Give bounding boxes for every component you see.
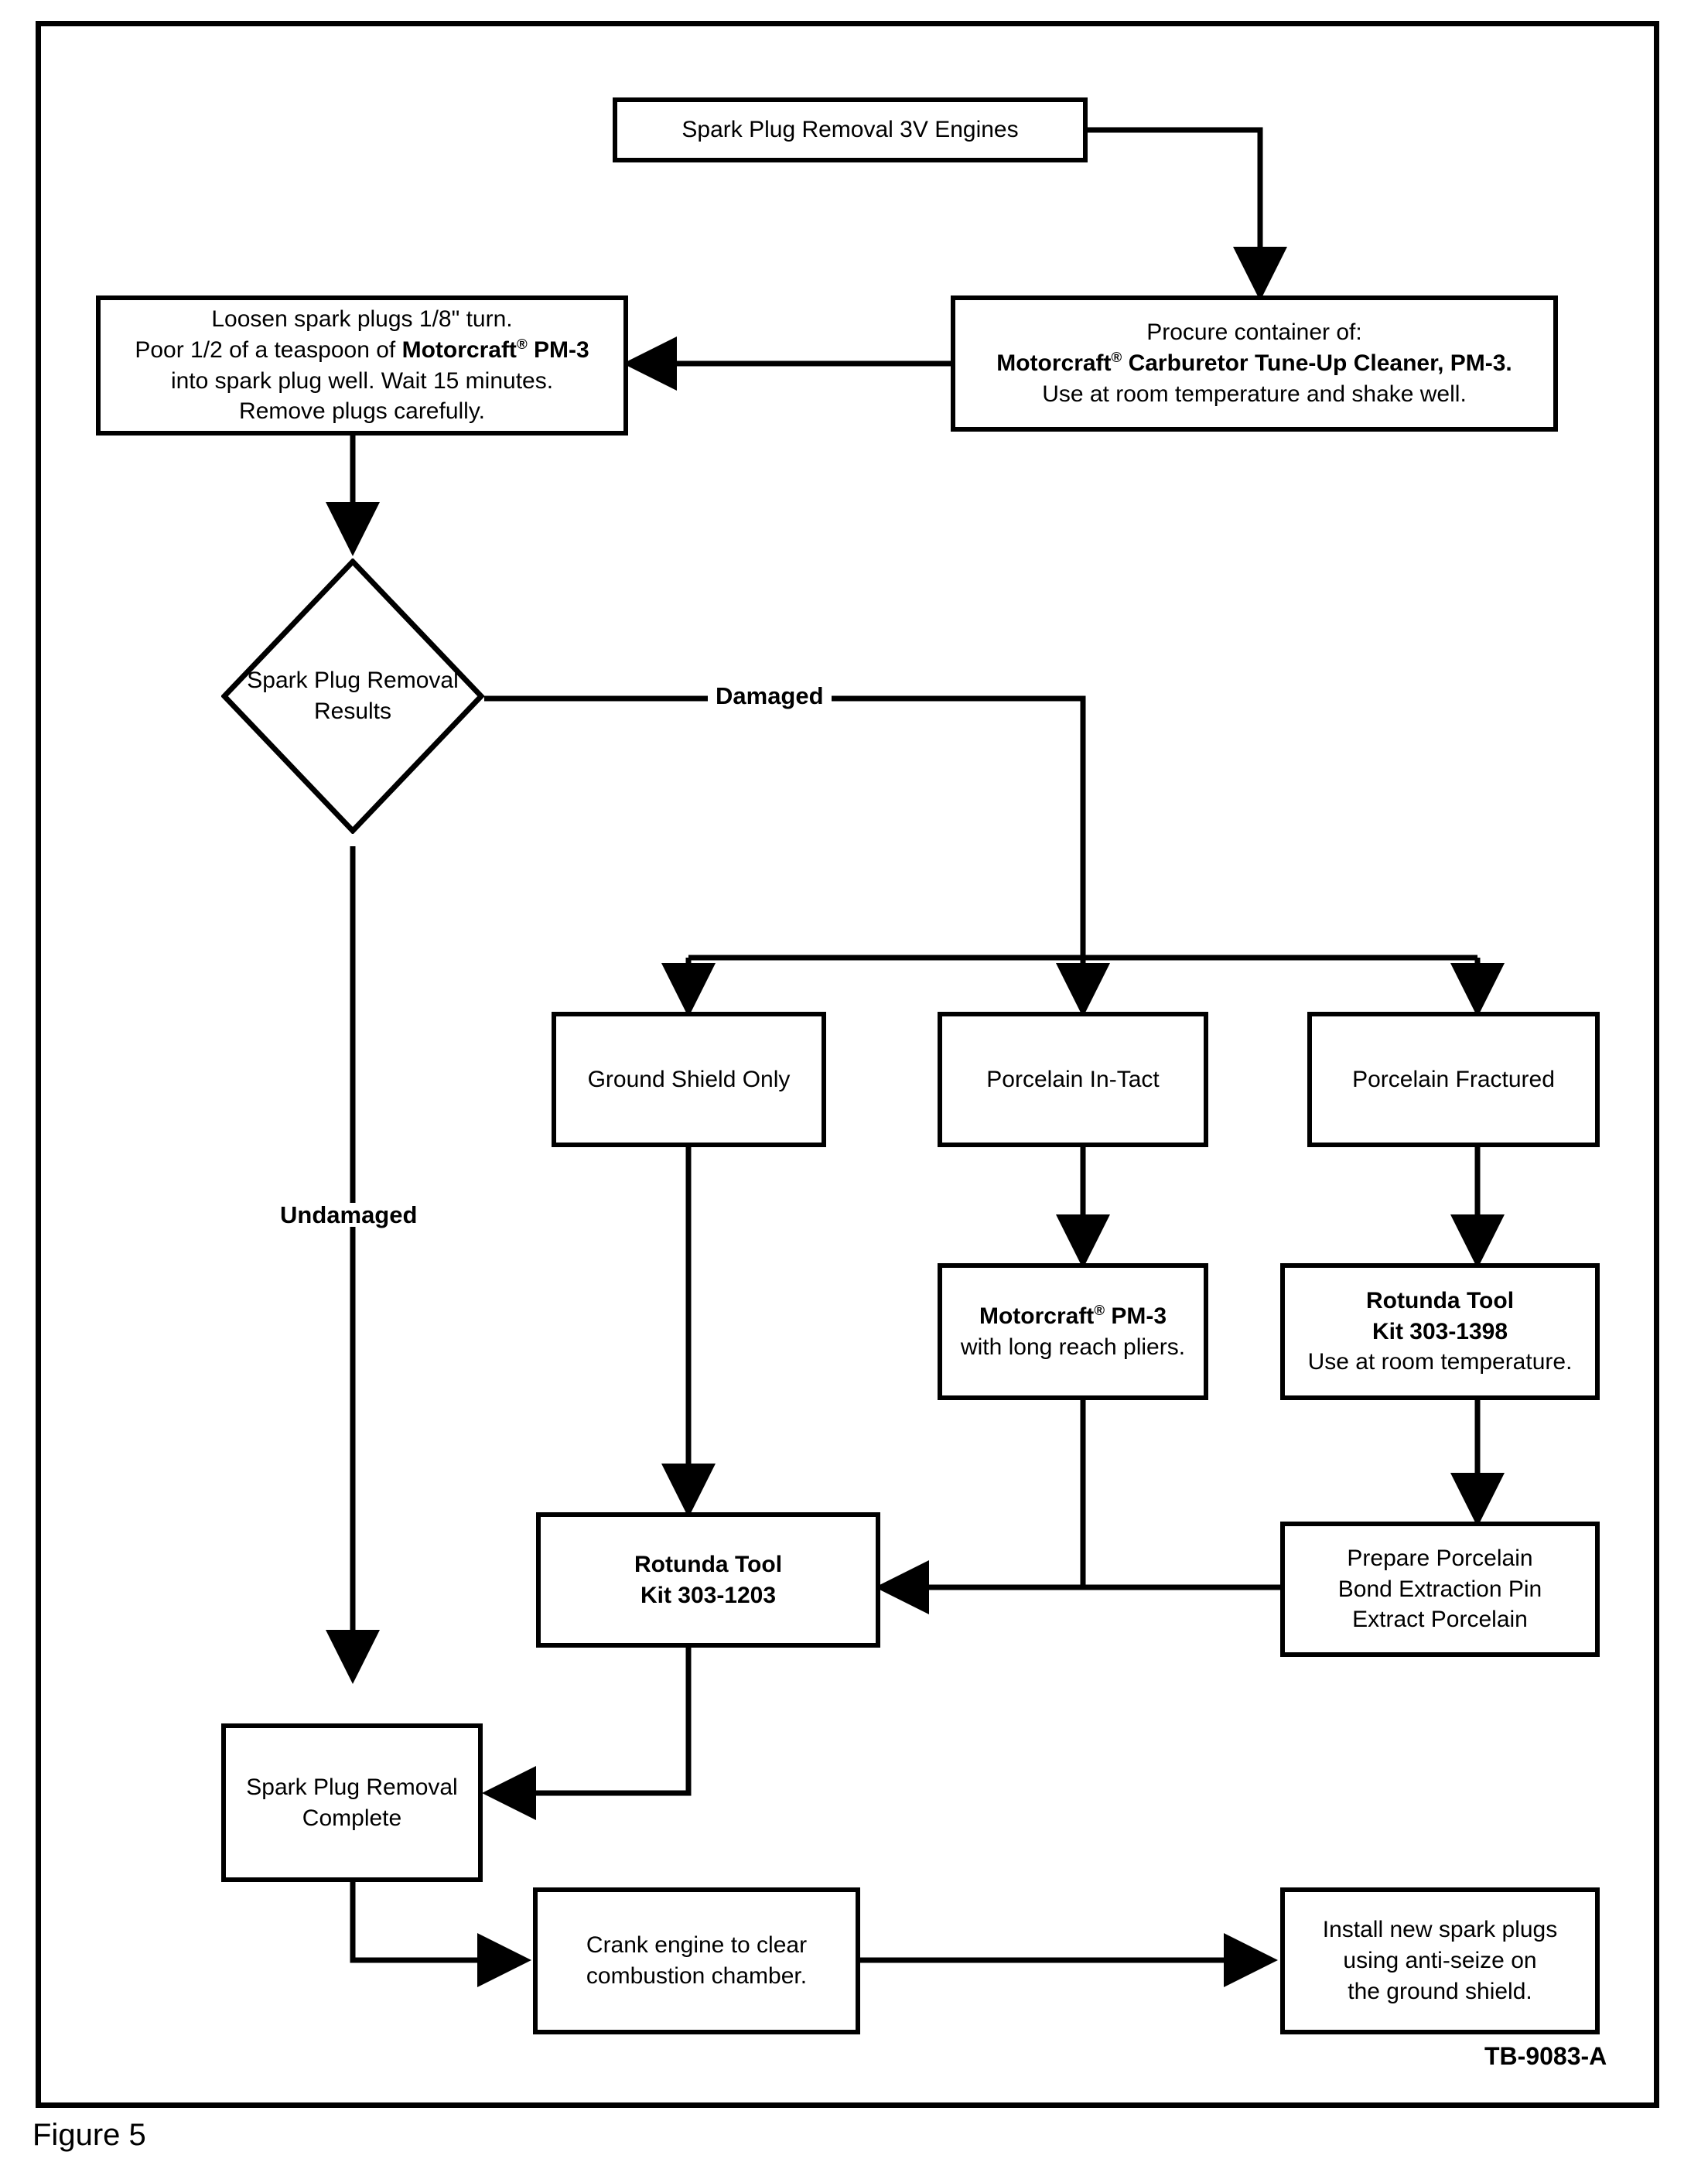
node-crank-engine[interactable]: Crank engine to clear combustion chamber… — [533, 1887, 860, 2034]
prepare-porcelain-line3: Extract Porcelain — [1352, 1607, 1528, 1633]
edge-label-damaged: Damaged — [708, 684, 832, 708]
node-removal-complete[interactable]: Spark Plug Removal Complete — [221, 1723, 483, 1882]
loosen-line3: into spark plug well. Wait 15 minutes. — [170, 367, 554, 394]
decision-line1: Spark Plug — [247, 668, 361, 694]
node-loosen-plugs[interactable]: Loosen spark plugs 1/8" turn. Poor 1/2 o… — [96, 295, 628, 436]
node-ground-shield-only[interactable]: Ground Shield Only — [552, 1012, 826, 1147]
node-decision-removal-results[interactable]: Spark Plug Removal Results — [221, 558, 484, 834]
registered-icon: ® — [1111, 349, 1122, 366]
removal-complete-line1: Spark Plug Removal — [246, 1774, 458, 1800]
node-procure-container[interactable]: Procure container of: Motorcraft® Carbur… — [951, 295, 1558, 432]
crank-engine-line1: Crank engine to clear — [586, 1932, 808, 1959]
decision-line2: Removal Results — [313, 668, 459, 724]
install-plugs-line3: the ground shield. — [1348, 1978, 1532, 2004]
registered-icon: ® — [1094, 1301, 1105, 1318]
procure-line2: Motorcraft® Carburetor Tune-Up Cleaner, … — [996, 349, 1512, 377]
loosen-line4: Remove plugs carefully. — [239, 398, 485, 425]
rotunda-1398-line2: Kit 303-1398 — [1372, 1318, 1508, 1344]
rotunda-1398-line3: Use at room temperature. — [1307, 1349, 1573, 1375]
procure-line3: Use at room temperature and shake well. — [1042, 381, 1467, 407]
rotunda-1203-line2: Kit 303-1203 — [640, 1582, 777, 1608]
removal-complete-line2: Complete — [302, 1805, 402, 1831]
tb-reference-code: TB-9083-A — [1484, 2042, 1607, 2070]
node-rotunda-tool-1203[interactable]: Rotunda Tool Kit 303-1203 — [536, 1512, 880, 1648]
node-pm3-long-reach-pliers[interactable]: Motorcraft® PM-3 with long reach pliers. — [938, 1263, 1208, 1400]
node-porcelain-in-tact[interactable]: Porcelain In-Tact — [938, 1012, 1208, 1147]
prepare-porcelain-line1: Prepare Porcelain — [1347, 1545, 1533, 1571]
prepare-porcelain-line2: Bond Extraction Pin — [1337, 1576, 1542, 1602]
node-rotunda-tool-1398[interactable]: Rotunda Tool Kit 303-1398 Use at room te… — [1280, 1263, 1600, 1400]
node-porcelain-fractured[interactable]: Porcelain Fractured — [1307, 1012, 1600, 1147]
node-start[interactable]: Spark Plug Removal 3V Engines — [613, 97, 1088, 162]
node-install-new-plugs[interactable]: Install new spark plugs using anti-seize… — [1280, 1887, 1600, 2034]
porcelain-fractured-label: Porcelain Fractured — [1352, 1066, 1555, 1092]
loosen-line1: Loosen spark plugs 1/8" turn. — [211, 306, 513, 332]
porcelain-intact-label: Porcelain In-Tact — [986, 1066, 1160, 1092]
install-plugs-line2: using anti-seize on — [1343, 1948, 1537, 1974]
figure-caption: Figure 5 — [32, 2118, 146, 2152]
install-plugs-line1: Install new spark plugs — [1322, 1917, 1558, 1943]
node-start-label: Spark Plug Removal 3V Engines — [681, 117, 1019, 143]
pm3-pliers-line2: with long reach pliers. — [960, 1334, 1186, 1360]
node-prepare-porcelain[interactable]: Prepare Porcelain Bond Extraction Pin Ex… — [1280, 1522, 1600, 1657]
registered-icon: ® — [516, 335, 528, 352]
ground-shield-label: Ground Shield Only — [587, 1066, 791, 1092]
edge-label-undamaged: Undamaged — [272, 1203, 425, 1227]
pm3-pliers-line1: Motorcraft® PM-3 — [979, 1301, 1167, 1329]
rotunda-1398-line1: Rotunda Tool — [1365, 1287, 1515, 1313]
rotunda-1203-line1: Rotunda Tool — [634, 1551, 783, 1577]
loosen-line2: Poor 1/2 of a teaspoon of Motorcraft® PM… — [135, 335, 589, 363]
crank-engine-line2: combustion chamber. — [586, 1963, 808, 1989]
procure-line1: Procure container of: — [1146, 319, 1362, 346]
